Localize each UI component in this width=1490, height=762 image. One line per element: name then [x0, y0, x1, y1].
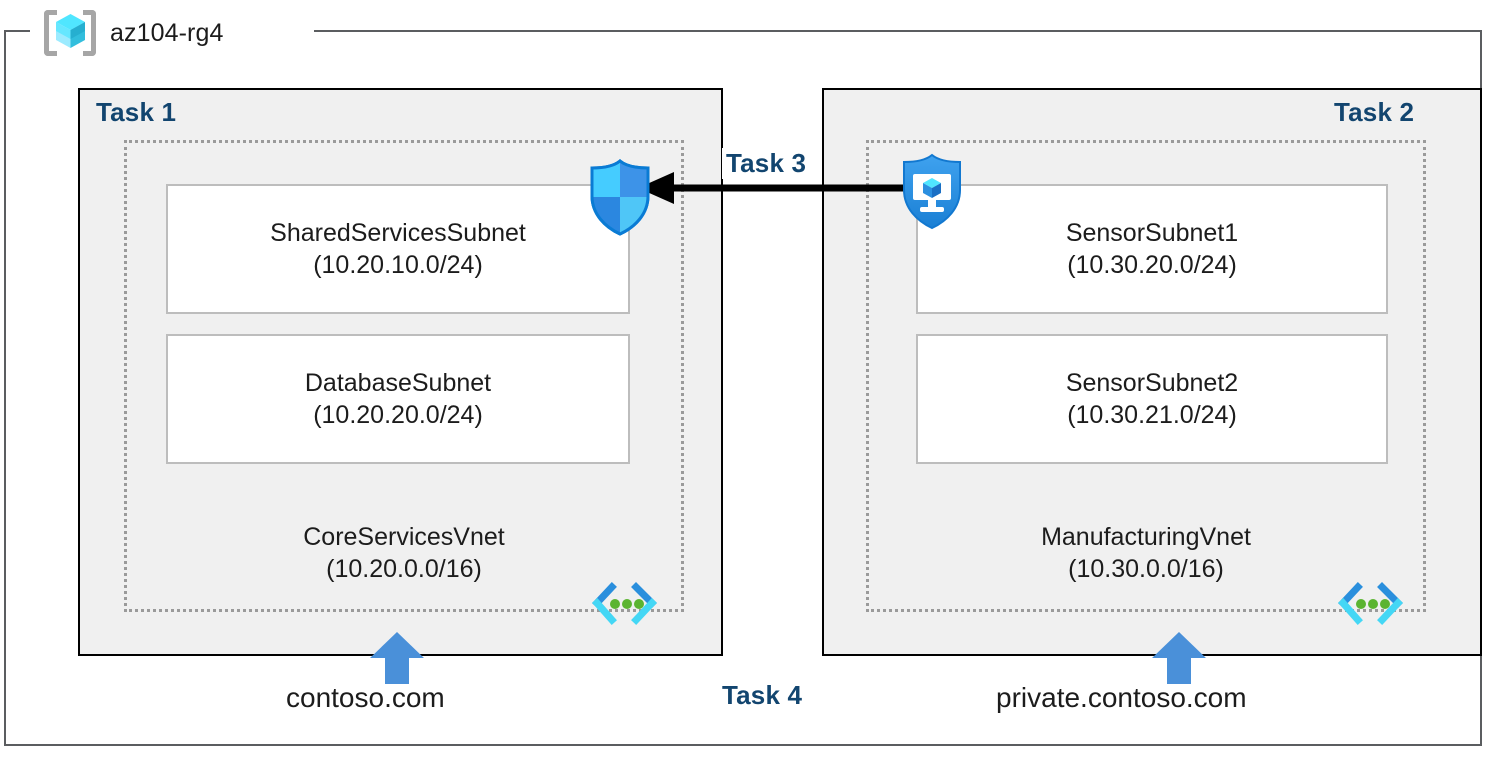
manufacturing-vnet-name: ManufacturingVnet: [1041, 523, 1251, 551]
defender-shield-monitor-icon: [896, 152, 968, 232]
resource-group-name: az104-rg4: [110, 18, 224, 47]
task2-label: Task 2: [1334, 97, 1415, 127]
bracket-right: [83, 10, 96, 56]
database-subnet-cidr: (10.20.20.0/24): [313, 401, 483, 429]
task3-label: Task 3: [722, 148, 811, 179]
private-dns-zone-label: private.contoso.com: [996, 682, 1247, 713]
sensor-subnet1-cidr: (10.30.20.0/24): [1067, 251, 1237, 279]
task4-label: Task 4: [722, 680, 803, 710]
firewall-shield-icon: [583, 157, 657, 237]
core-services-vnet-name: CoreServicesVnet: [303, 523, 505, 551]
dns-up-arrow-icon: [1152, 632, 1206, 684]
virtual-network-icon: [1338, 582, 1408, 626]
manufacturing-vnet-cidr: (10.30.0.0/16): [1068, 555, 1224, 583]
manufacturing-vnet-caption: ManufacturingVnet (10.30.0.0/16): [869, 521, 1423, 585]
task1-label: Task 1: [96, 97, 177, 127]
dns-up-arrow-icon: [370, 632, 424, 684]
shared-services-subnet-box: SharedServicesSubnet (10.20.10.0/24): [166, 184, 630, 314]
shared-services-subnet-name: SharedServicesSubnet: [270, 219, 526, 247]
sensor-subnet2-cidr: (10.30.21.0/24): [1067, 401, 1237, 429]
virtual-network-icon: [592, 582, 662, 626]
resource-group-cube-icon: [44, 8, 96, 58]
core-services-vnet-container: CoreServicesVnet (10.20.0.0/16): [124, 140, 684, 612]
resource-group-header: az104-rg4: [44, 10, 223, 56]
sensor-subnet2-name: SensorSubnet2: [1065, 369, 1239, 397]
shared-services-subnet-cidr: (10.20.10.0/24): [313, 251, 483, 279]
core-services-vnet-caption: CoreServicesVnet (10.20.0.0/16): [127, 521, 681, 585]
database-subnet-box: DatabaseSubnet (10.20.20.0/24): [166, 334, 630, 464]
sensor-subnet1-name: SensorSubnet1: [1065, 219, 1239, 247]
manufacturing-vnet-container: ManufacturingVnet (10.30.0.0/16): [866, 140, 1426, 612]
vnet-peering-arrow: [638, 172, 916, 204]
sensor-subnet2-box: SensorSubnet2 (10.30.21.0/24): [916, 334, 1388, 464]
public-dns-zone-label: contoso.com: [286, 682, 445, 713]
database-subnet-name: DatabaseSubnet: [304, 369, 492, 397]
core-services-vnet-cidr: (10.20.0.0/16): [326, 555, 482, 583]
sensor-subnet1-box: SensorSubnet1 (10.30.20.0/24): [916, 184, 1388, 314]
bracket-left: [44, 10, 57, 56]
